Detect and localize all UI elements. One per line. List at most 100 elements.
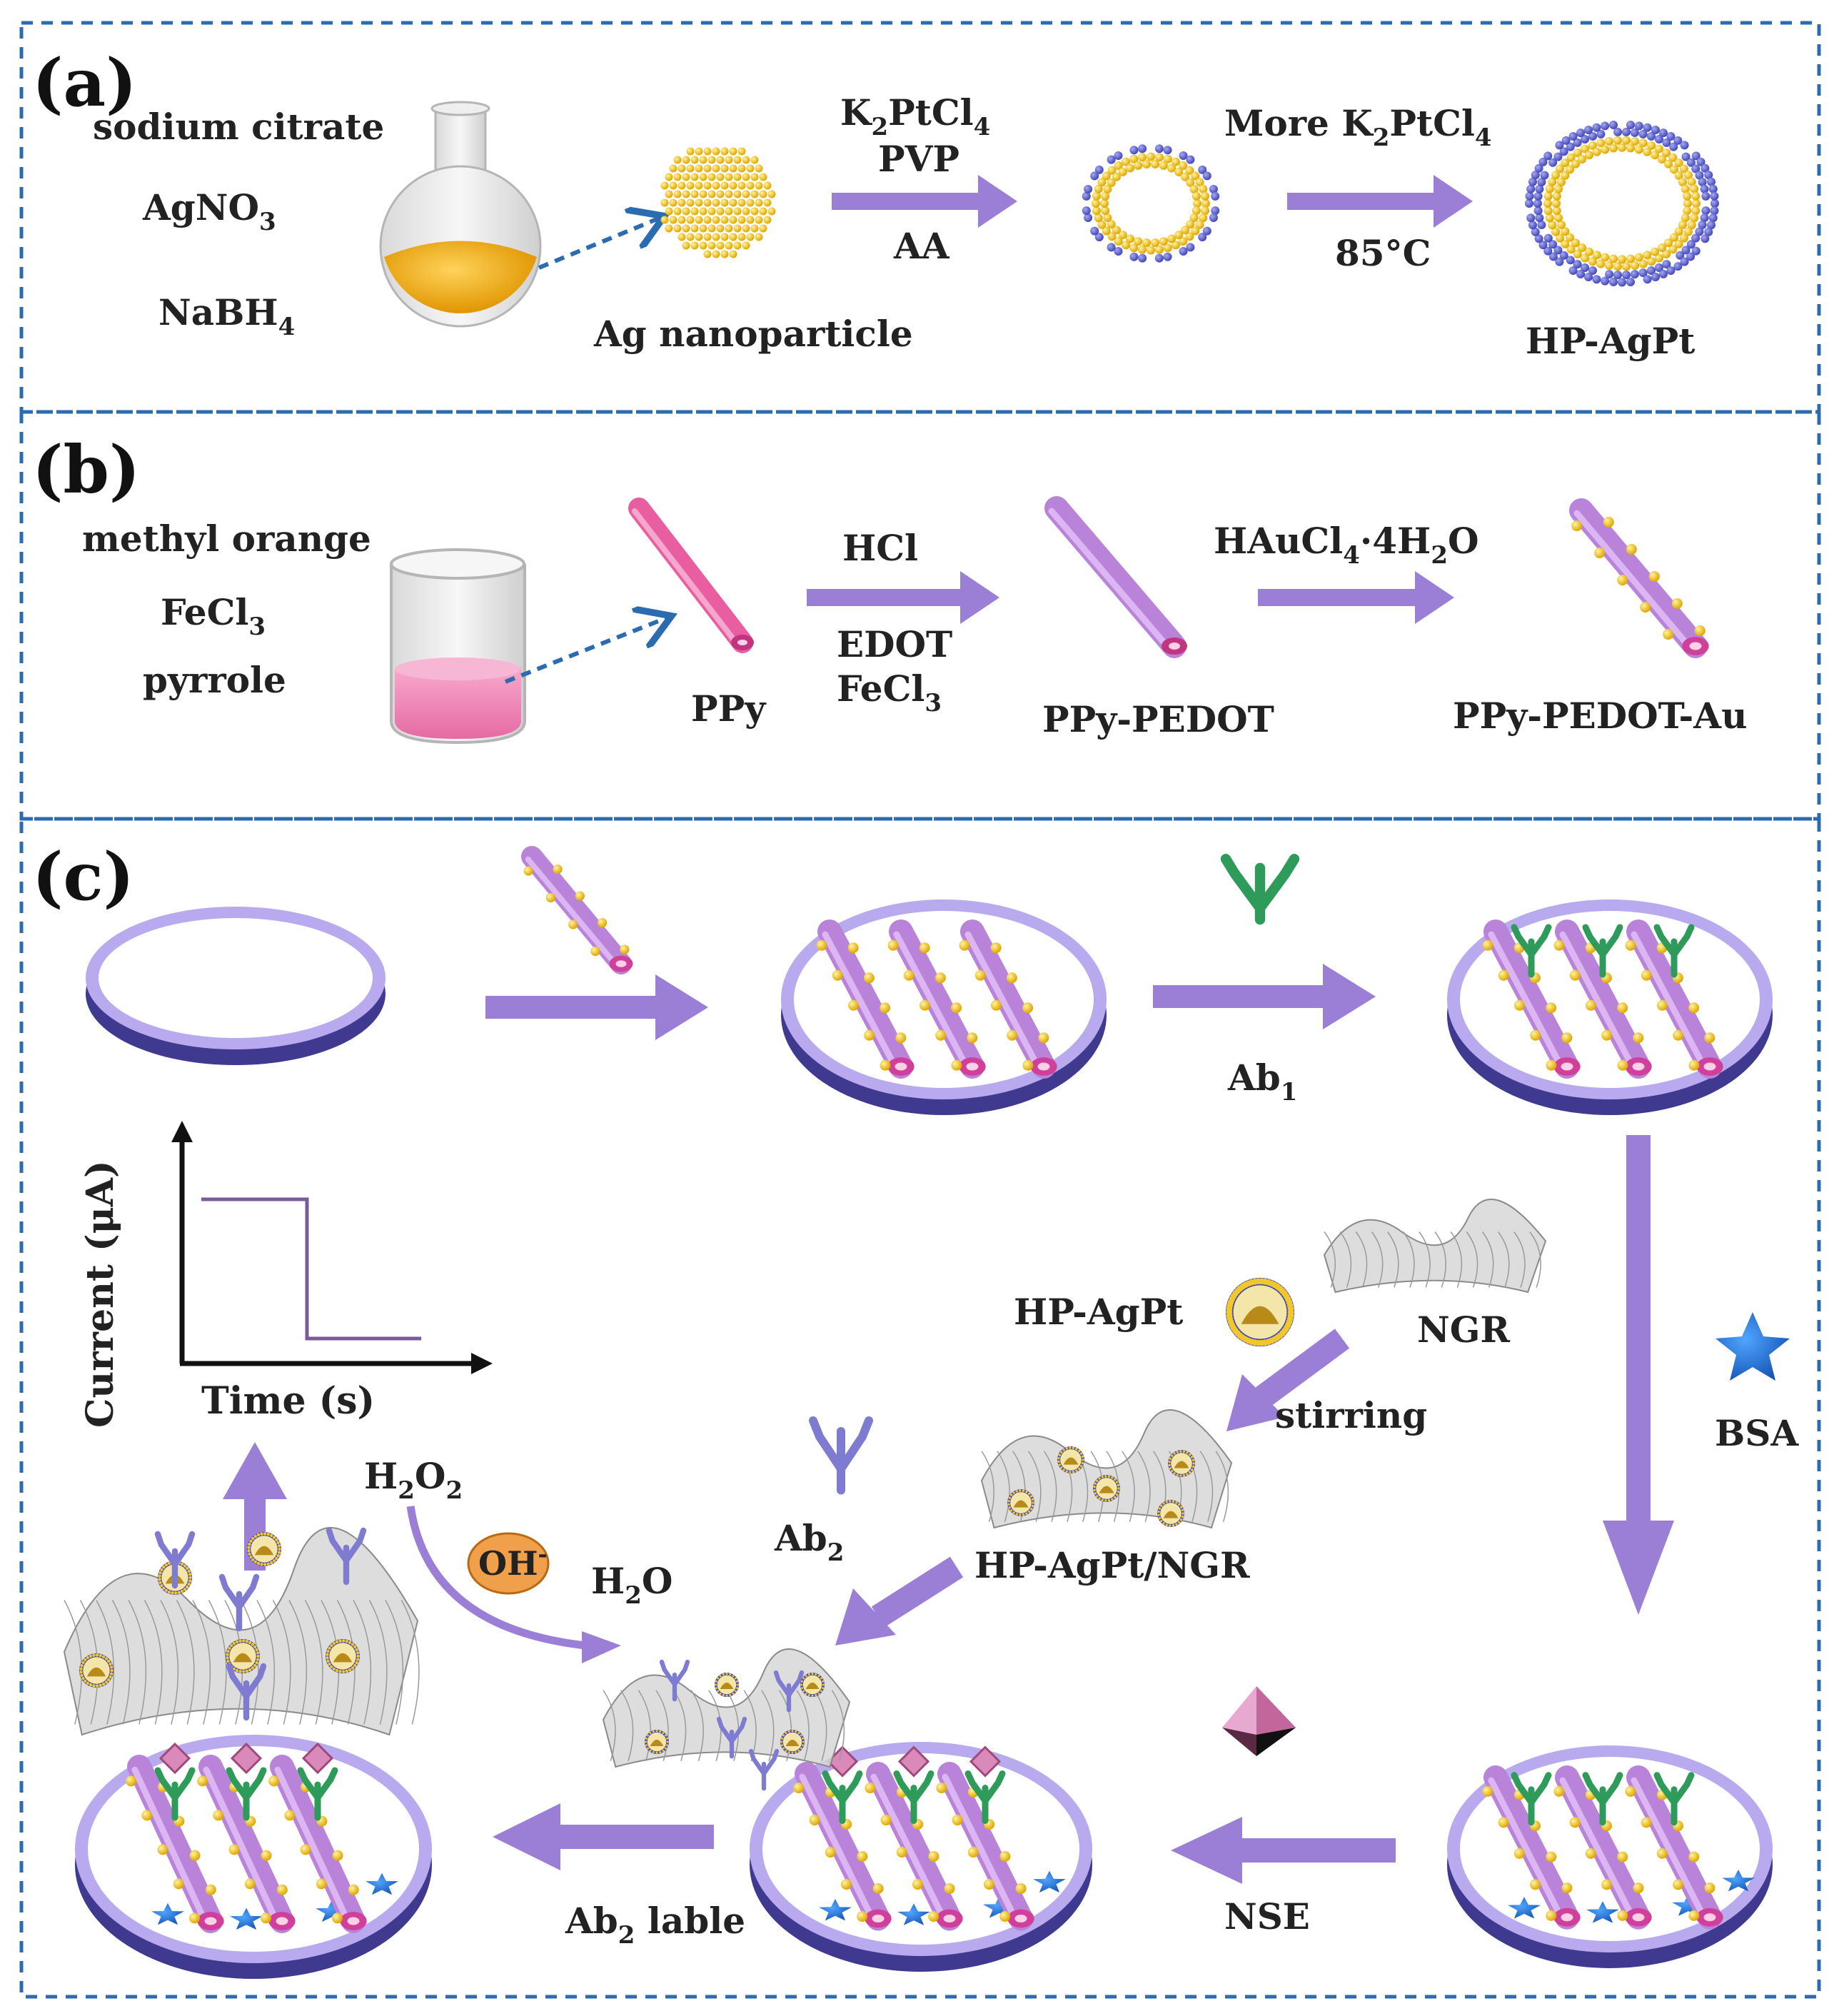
sphere-dot <box>1107 1499 1111 1502</box>
ag-atom <box>1668 153 1678 162</box>
gold-nanoparticle <box>1006 972 1017 984</box>
stirring-caption: stirring <box>1275 1394 1427 1436</box>
sphere-dot <box>1008 1496 1012 1499</box>
sphere-dot <box>1177 1521 1181 1524</box>
sphere-dot <box>342 1639 346 1643</box>
sphere-core <box>1063 1457 1079 1465</box>
current-time-plot: Current (μA) Time (s) <box>79 1121 493 1428</box>
pt-atom <box>1525 191 1534 201</box>
sphere-dot <box>645 1744 648 1747</box>
ab2-labelled-composite-icon <box>602 1648 851 1791</box>
gold-nanoparticle <box>1546 1851 1557 1863</box>
sphere-core <box>785 1740 800 1746</box>
sphere-dot <box>96 1684 99 1688</box>
y-axis-label: Current (μA) <box>79 1160 122 1428</box>
ab1-caption: Ab1 <box>1227 1057 1297 1107</box>
gold-nanoparticle <box>331 1912 343 1924</box>
ag-atom <box>1662 249 1671 258</box>
sphere-dot <box>647 1734 650 1737</box>
sphere-dot <box>263 1532 267 1536</box>
pt-atom <box>1609 120 1618 129</box>
sphere-dot <box>1008 1506 1012 1509</box>
pt-atom <box>1704 171 1713 180</box>
pt-atom <box>1592 123 1601 132</box>
ag-atom <box>1622 136 1631 145</box>
sphere-dot <box>659 1751 662 1754</box>
sphere-dot <box>1160 1520 1163 1523</box>
ag-atom <box>1566 245 1576 254</box>
ag-atom <box>695 147 703 156</box>
dashed-arrow-b <box>504 618 667 684</box>
sphere-dot <box>729 1694 732 1697</box>
antibody-ab2 <box>659 1659 690 1702</box>
gold-nanoparticle <box>276 1884 288 1895</box>
sphere-dot <box>326 1656 329 1660</box>
ag-atom <box>1683 171 1693 180</box>
tube-body <box>1555 1765 1651 1930</box>
tube-body <box>795 1762 890 1931</box>
ag-atom <box>759 207 767 216</box>
sphere-dot <box>84 1658 87 1662</box>
sheet-fold <box>385 1600 404 1725</box>
sheet-fold <box>111 1600 131 1725</box>
ag-atom <box>1571 159 1580 168</box>
pt-atom <box>1543 246 1553 256</box>
sphere-dot <box>807 1694 810 1697</box>
ppy-pedot-au-tube-icon <box>1569 498 1709 658</box>
sphere-dot <box>1104 1475 1107 1478</box>
pt-atom <box>1651 273 1660 282</box>
arrow-stirring <box>1226 1329 1350 1431</box>
sphere-dot <box>1107 1475 1111 1478</box>
pt-atom <box>1621 127 1631 136</box>
sphere-dot <box>1060 1466 1063 1469</box>
sphere-dot <box>253 1663 257 1668</box>
ag-atom <box>1199 213 1208 223</box>
ag-atom <box>1191 226 1200 236</box>
sphere-dot <box>1060 1451 1063 1453</box>
ppy-pedot-au-caption: PPy-PEDOT-Au <box>1453 695 1747 737</box>
ag-atom <box>660 181 669 190</box>
sphere-dot <box>787 1730 790 1733</box>
sphere-dot <box>822 1687 825 1690</box>
antibody-ab1 <box>1653 1772 1695 1826</box>
sphere-dot <box>158 1578 161 1581</box>
gold-nanoparticle <box>188 1912 200 1924</box>
tube-highlight <box>893 931 972 1073</box>
nse-antigen <box>158 1742 191 1775</box>
pt-atom <box>1548 240 1558 249</box>
sphere-dot <box>269 1561 273 1565</box>
sphere-dot <box>92 1684 96 1688</box>
sphere-dot <box>1171 1454 1174 1457</box>
gold-nanoparticle <box>857 1850 868 1862</box>
tube-highlight <box>131 1766 210 1927</box>
sphere-dot <box>1062 1468 1065 1471</box>
ag-atom <box>707 224 716 233</box>
ag-atom <box>660 216 669 224</box>
bsa-star <box>1508 1897 1541 1919</box>
ag-atom <box>1155 153 1164 162</box>
ag-atom <box>707 173 716 181</box>
sphere-dot <box>253 1560 258 1564</box>
pt-atom <box>1129 146 1139 155</box>
tube-body <box>960 919 1056 1079</box>
sphere-dot <box>1027 1510 1031 1513</box>
pt-atom <box>1630 128 1639 137</box>
sphere-dot <box>807 1673 810 1675</box>
ag-atom <box>1552 206 1561 216</box>
sphere-dot <box>1160 1504 1163 1507</box>
ag-atom <box>720 216 729 224</box>
pt-atom <box>1559 251 1568 260</box>
ag-atom <box>665 173 673 181</box>
sheet-fold <box>997 1451 1010 1522</box>
ag-atom <box>763 198 772 207</box>
sphere-dot <box>729 1673 732 1675</box>
pt-atom <box>1186 243 1195 252</box>
antibody-ab1 <box>893 1770 934 1824</box>
gold-nanoparticle <box>865 1783 876 1794</box>
ag-atom <box>1687 221 1696 230</box>
electrode-surface <box>99 918 373 1038</box>
sphere-dot <box>652 1751 655 1754</box>
sheet-fold <box>620 1690 634 1761</box>
sphere-dot <box>1075 1469 1078 1472</box>
ag-nanoparticle-icon <box>660 147 776 258</box>
